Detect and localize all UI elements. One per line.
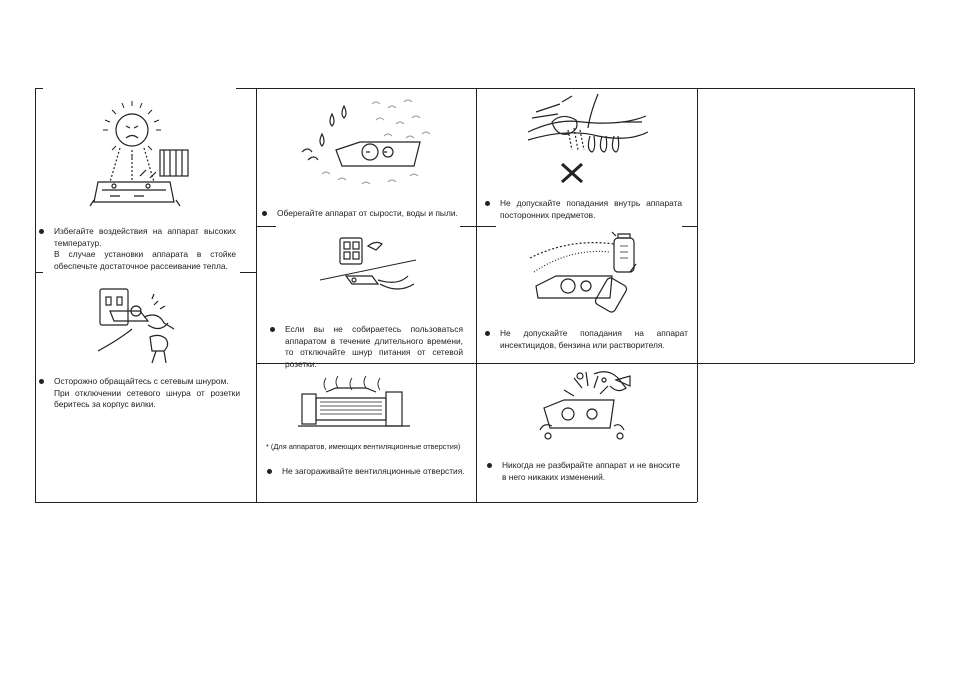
- grid-line: [256, 363, 697, 364]
- grid-line: [35, 502, 697, 503]
- spray-chemicals-illustration: [526, 228, 656, 324]
- caution-foreign-objects-line-1: Не допускайте попадания внутрь аппарата …: [500, 198, 682, 220]
- bullet-dot-icon: [485, 201, 490, 206]
- grid-line: [256, 88, 914, 89]
- bullet-dot-icon: [487, 463, 492, 468]
- plug-removal-illustration: [92, 285, 192, 365]
- caution-ventilation-line-1: Не загораживайте вентиляционные отверсти…: [282, 466, 465, 476]
- ventilation-illustration: [296, 372, 416, 434]
- grid-line: [256, 88, 257, 502]
- grid-line: [236, 88, 256, 89]
- grid-line: [240, 272, 256, 273]
- caution-cord-text: Осторожно обращайтесь с сетевым шнуром. …: [36, 376, 240, 411]
- caution-moisture-text: Оберегайте аппарат от сырости, воды и пы…: [259, 208, 469, 220]
- caution-foreign-objects-text: Не допускайте попадания внутрь аппарата …: [482, 198, 682, 221]
- foreign-objects-illustration: [522, 92, 652, 192]
- caution-chemicals-line-1: Не допускайте попадания на аппарат инсек…: [500, 328, 688, 350]
- moisture-dust-illustration: [292, 94, 442, 194]
- grid-line: [256, 226, 276, 227]
- caution-heat-text: Избегайте воздействия на аппарат высоких…: [36, 226, 236, 272]
- bullet-dot-icon: [270, 327, 275, 332]
- caution-chemicals-text: Не допускайте попадания на аппарат инсек…: [482, 328, 688, 351]
- ventilation-note: * (Для аппаратов, имеющих вентиляционные…: [266, 442, 461, 451]
- bullet-dot-icon: [39, 379, 44, 384]
- grid-line: [697, 88, 698, 502]
- caution-disassemble-text: Никогда не разбирайте аппарат и не вноси…: [484, 460, 680, 483]
- grid-line: [697, 363, 914, 364]
- grid-line: [460, 226, 496, 227]
- bullet-dot-icon: [39, 229, 44, 234]
- caution-cord-line-1: Осторожно обращайтесь с сетевым шнуром.: [54, 376, 229, 386]
- grid-line: [476, 88, 477, 502]
- bullet-dot-icon: [485, 331, 490, 336]
- grid-line: [682, 226, 697, 227]
- grid-line: [35, 88, 43, 89]
- grid-line: [914, 88, 915, 363]
- caution-cord-line-2: При отключении сетевого шнура от розетки…: [54, 387, 240, 410]
- caution-unplug-line-1: Если вы не собираетесь пользоваться аппа…: [285, 324, 463, 369]
- sun-heat-illustration: [80, 100, 220, 218]
- unplug-outlet-illustration: [318, 234, 418, 304]
- caution-heat-line-1: Избегайте воздействия на аппарат высоких…: [54, 226, 236, 248]
- caution-disassemble-line-1: Никогда не разбирайте аппарат и не вноси…: [502, 460, 680, 482]
- grid-line: [35, 88, 36, 502]
- caution-unplug-text: Если вы не собираетесь пользоваться аппа…: [267, 324, 463, 370]
- bullet-dot-icon: [262, 211, 267, 216]
- grid-line: [35, 272, 43, 273]
- caution-ventilation-text: Не загораживайте вентиляционные отверсти…: [264, 466, 468, 478]
- caution-heat-line-2: В случае установки аппарата в стойке обе…: [54, 249, 236, 271]
- disassemble-tools-illustration: [534, 368, 644, 448]
- caution-moisture-line-1: Оберегайте аппарат от сырости, воды и пы…: [277, 208, 458, 218]
- bullet-dot-icon: [267, 469, 272, 474]
